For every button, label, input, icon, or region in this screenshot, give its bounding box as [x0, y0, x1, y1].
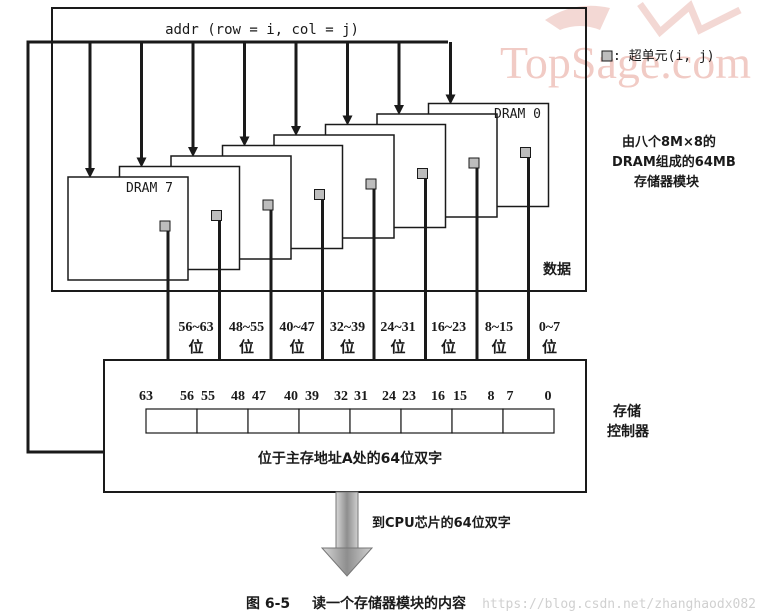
- word-register-byte: [349, 408, 402, 434]
- word-label: 位于主存地址A处的64位双字: [258, 450, 442, 467]
- bit-number: 48: [231, 389, 245, 404]
- dram-7-label: DRAM 7: [126, 181, 173, 196]
- figure-number: 图 6-5: [246, 596, 290, 612]
- supercell-icon: [468, 157, 480, 169]
- bit-number: 40: [284, 389, 298, 404]
- bit-unit-label: 位: [441, 338, 456, 356]
- description-line-3: 存储器模块: [634, 174, 700, 190]
- word-register-byte: [247, 408, 300, 434]
- supercell-icon: [211, 210, 222, 221]
- bit-unit-label: 位: [239, 338, 254, 356]
- word-register: [145, 408, 555, 434]
- watermark-brand: TopSage.com: [500, 37, 751, 88]
- data-label: 数据: [543, 261, 571, 278]
- supercell-icon: [417, 168, 428, 179]
- bit-unit-label: 位: [542, 338, 557, 356]
- bit-unit-label: 位: [289, 338, 304, 356]
- bit-number: 23: [402, 389, 416, 404]
- bit-range-label: 16~23: [431, 320, 466, 335]
- dram-0-label: DRAM 0: [494, 107, 541, 122]
- watermark: TopSage.com https://blog.csdn.net/zhangh…: [482, 0, 756, 612]
- bit-number: 63: [139, 389, 153, 404]
- output-arrow: [320, 491, 374, 577]
- legend-text: : 超单元(i, j): [613, 49, 715, 64]
- addr-label: addr (row = i, col = j): [165, 22, 359, 38]
- word-register-byte: [145, 408, 198, 434]
- data-lines: [163, 157, 534, 383]
- supercell-icon: [520, 147, 531, 158]
- bit-range-label: 0~7: [539, 320, 560, 335]
- address-bus-drops: [85, 42, 456, 178]
- legend: : 超单元(i, j): [601, 49, 715, 64]
- bit-range-label: 8~15: [485, 320, 513, 335]
- bit-number: 47: [252, 389, 266, 404]
- figure-title: 读一个存储器模块的内容: [312, 595, 466, 612]
- address-bus-line: [26, 40, 448, 454]
- bit-number: 31: [354, 389, 368, 404]
- word-register-byte: [502, 408, 555, 434]
- supercell-icon: [314, 189, 325, 200]
- module-frame: [51, 7, 587, 292]
- supercell-icon: [159, 220, 171, 232]
- bit-number: 0: [545, 389, 552, 404]
- supercell-icon: [262, 199, 274, 211]
- module-description: 由八个8M×8的 DRAM组成的64MB 存储器模块: [612, 134, 736, 190]
- bit-range-label: 40~47: [279, 320, 314, 335]
- supercell-legend-icon: [601, 50, 613, 62]
- controller-label: 存储 控制器: [607, 403, 650, 440]
- bit-number: 24: [382, 389, 396, 404]
- bit-number: 56: [180, 389, 194, 404]
- description-line-2: DRAM组成的64MB: [612, 154, 736, 170]
- bit-number: 16: [431, 389, 445, 404]
- bit-number: 8: [488, 389, 495, 404]
- output-label: 到CPU芯片的64位双字: [372, 515, 511, 531]
- word-register-byte: [196, 408, 249, 434]
- bit-unit-label: 位: [340, 338, 355, 356]
- supercell-icon: [365, 178, 377, 190]
- bit-number: 55: [201, 389, 215, 404]
- description-line-1: 由八个8M×8的: [622, 134, 716, 150]
- bit-range-label: 48~55: [229, 320, 264, 335]
- word-register-byte: [298, 408, 351, 434]
- bit-number: 32: [334, 389, 348, 404]
- bit-range-label: 32~39: [330, 320, 365, 335]
- bit-unit-label: 位: [188, 338, 203, 356]
- word-register-byte: [451, 408, 504, 434]
- bit-range-label: 56~63: [178, 320, 213, 335]
- controller-label-line-1: 存储: [613, 403, 641, 420]
- watermark-url: https://blog.csdn.net/zhanghaodx082: [482, 597, 756, 612]
- controller-label-line-2: 控制器: [607, 423, 650, 440]
- bit-range-label: 24~31: [380, 320, 415, 335]
- bit-unit-label: 位: [390, 338, 405, 356]
- bit-range-labels: 0~7 位 8~15 位 16~23 位 24~31 位 32~39 位 40~47 位 48~55 位 5…: [178, 320, 560, 356]
- word-register-byte: [400, 408, 453, 434]
- bit-number: 15: [453, 389, 467, 404]
- bit-unit-label: 位: [491, 338, 506, 356]
- bit-number: 39: [305, 389, 319, 404]
- bit-number: 7: [507, 389, 514, 404]
